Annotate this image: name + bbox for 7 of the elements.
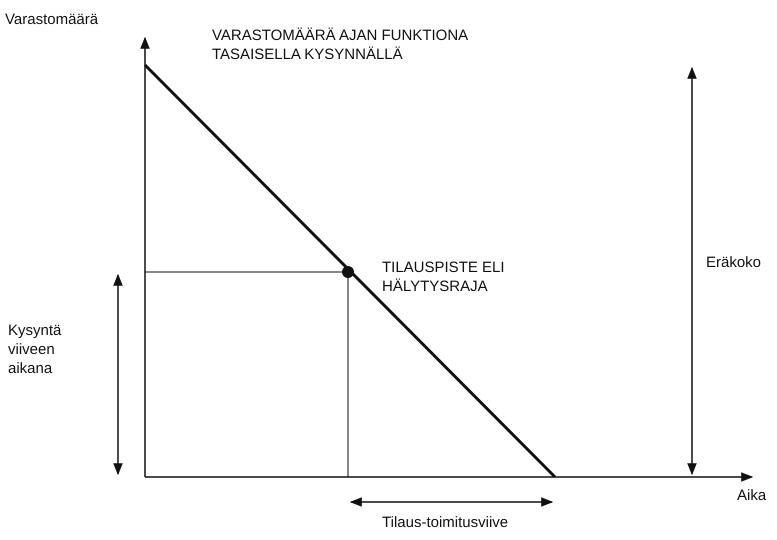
- axis-title: Varastomäärä: [5, 10, 98, 29]
- dimension-label: Kysyntä viiveen aikana: [8, 321, 62, 378]
- axis-title: Aika: [737, 486, 766, 505]
- point-label: TILAUSPISTE ELI HÄLYTYSRAJA: [382, 258, 506, 296]
- dimension-label: Eräkoko: [706, 253, 762, 272]
- dimension-label: Tilaus-toimitusviive: [382, 513, 508, 532]
- curve-label: VARASTOMÄÄRÄ AJAN FUNKTIONA TASAISELLA KYSYNNÄLLÄ: [212, 26, 469, 64]
